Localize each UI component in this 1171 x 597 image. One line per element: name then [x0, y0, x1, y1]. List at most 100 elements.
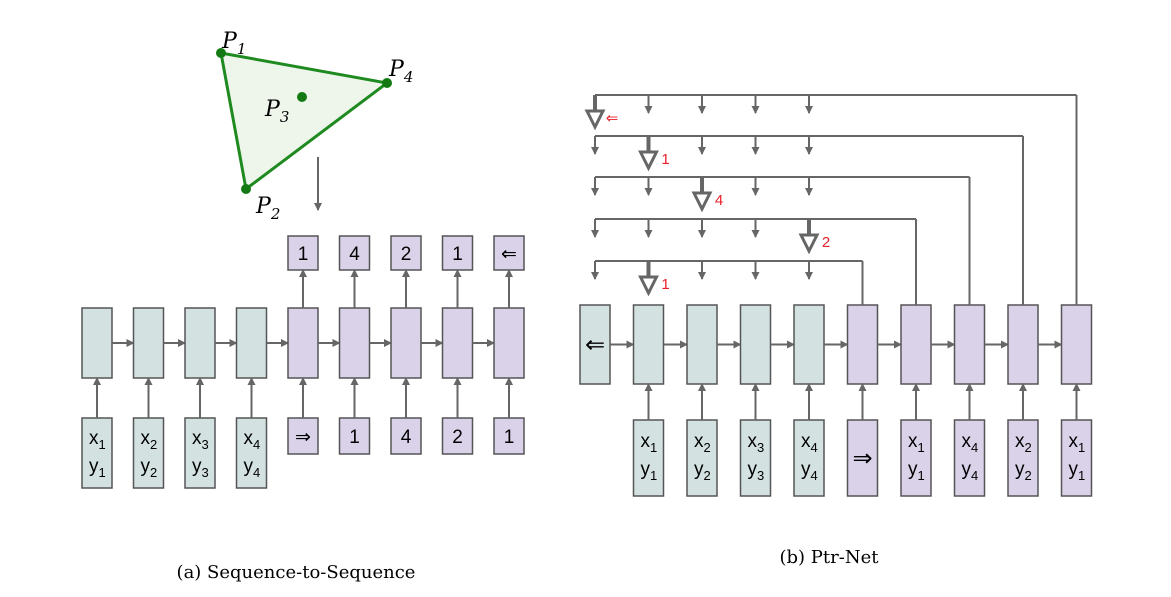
y-coord-label: y2 [694, 459, 711, 483]
output-label: 2 [401, 244, 412, 265]
point-p3 [297, 92, 307, 102]
decoder-input-box [1060, 419, 1093, 497]
decoder-cell [390, 307, 422, 379]
point-p2 [241, 184, 251, 194]
decoder-input-label: 4 [401, 427, 412, 448]
x-coord-label: x1 [1069, 431, 1086, 455]
pointer-label: 2 [822, 234, 830, 251]
label-p2: P2 [255, 194, 280, 223]
pointer-label: 4 [715, 192, 723, 209]
pointer-arrow [638, 275, 659, 297]
encoder-cell [184, 307, 216, 379]
encoder-cell [132, 307, 165, 379]
y-coord-label: y4 [801, 459, 818, 483]
y-coord-label: y4 [962, 459, 979, 483]
output-label: 1 [298, 244, 309, 265]
x-coord-label: x2 [141, 428, 158, 452]
decoder-cell [287, 307, 319, 379]
output-box [441, 235, 474, 271]
encoder-cell [579, 304, 611, 385]
x-coord-label: x3 [192, 428, 209, 452]
label-p1: P1 [221, 29, 246, 58]
input-box [132, 417, 165, 489]
x-coord-label: x3 [748, 431, 765, 455]
y-coord-label: y3 [748, 459, 765, 483]
decoder-input-label: 1 [504, 427, 515, 448]
point-p4 [382, 78, 392, 88]
decoder-input-box [287, 417, 319, 455]
pointer-label: 1 [661, 151, 669, 168]
pointer-label: 1 [661, 276, 669, 293]
caption-seq2seq: (a) Sequence-to-Sequence [177, 562, 416, 583]
encoder-cell [793, 304, 825, 385]
point-p1 [216, 48, 226, 58]
decoder-cell [1060, 304, 1093, 385]
point-set-triangle: P1 P2 P3 P4 [216, 29, 413, 223]
encoder-cell [81, 307, 113, 379]
decoder-cell [493, 307, 525, 379]
pointer-label: ⇐ [606, 110, 619, 127]
decoder-input-box [900, 419, 932, 497]
decoder-cell [441, 307, 474, 379]
output-label: 1 [452, 244, 463, 265]
pointer-arrow [691, 191, 713, 213]
y-coord-label: y4 [244, 456, 261, 480]
caption-ptrnet: (b) Ptr-Net [780, 547, 880, 568]
y-coord-label: y2 [141, 456, 158, 480]
decoder-input-box [1007, 419, 1039, 497]
input-box [235, 417, 268, 489]
start-symbol-label: ⇒ [852, 445, 872, 472]
output-box [287, 235, 319, 271]
x-coord-label: x1 [908, 431, 925, 455]
y-coord-label: y2 [1015, 459, 1032, 483]
pointer-arrow [584, 109, 606, 131]
output-label: ⇐ [501, 244, 517, 265]
y-coord-label: y1 [89, 456, 106, 480]
decoder-input-label: 2 [452, 427, 463, 448]
decoder-input-label: 1 [349, 427, 360, 448]
y-coord-label: y1 [641, 459, 658, 483]
encoder-cell [739, 304, 772, 385]
output-box [493, 235, 525, 271]
y-coord-label: y1 [1069, 459, 1086, 483]
encoder-cell [632, 304, 665, 385]
output-label: 4 [349, 244, 360, 265]
end-symbol-label: ⇐ [585, 332, 605, 359]
convex-hull-triangle [219, 51, 391, 192]
decoder-cell [953, 304, 986, 385]
encoder-cell [686, 304, 718, 385]
x-coord-label: x2 [694, 431, 711, 455]
y-coord-label: y3 [192, 456, 209, 480]
input-box [793, 419, 825, 497]
encoder-cell [235, 307, 268, 379]
label-p4: P4 [388, 57, 413, 86]
x-coord-label: x2 [1015, 431, 1032, 455]
decoder-input-label: ⇒ [295, 427, 311, 448]
pointer-arrow [798, 233, 820, 255]
pointer-arrow [638, 150, 659, 172]
decoder-cell [338, 307, 371, 379]
x-coord-label: x4 [801, 431, 818, 455]
label-p3: P3 [264, 97, 289, 126]
decoder-input-box [390, 417, 422, 455]
decoder-cell [846, 304, 879, 385]
y-coord-label: y1 [908, 459, 925, 483]
decoder-cell [1007, 304, 1039, 385]
input-box [184, 417, 216, 489]
output-box [390, 235, 422, 271]
x-coord-label: x4 [962, 431, 979, 455]
input-box [739, 419, 772, 497]
decoder-cell [900, 304, 932, 385]
